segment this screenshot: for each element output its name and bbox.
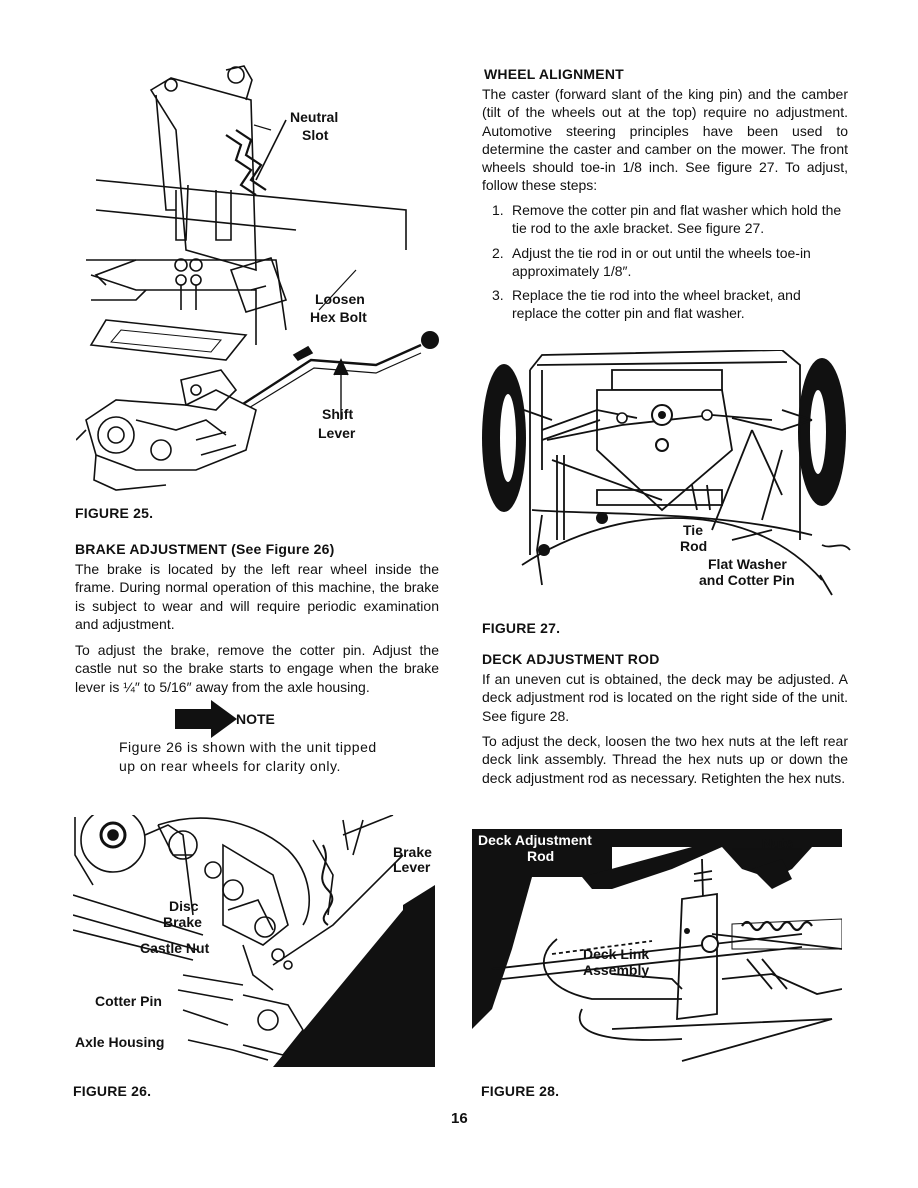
step-2: 2. Adjust the tie rod in or out until the… [482, 244, 848, 281]
label-hex-bolt: Hex Bolt [310, 309, 367, 325]
label-tie-rod: Rod [680, 538, 708, 554]
deck-adjustment-drawing [472, 829, 842, 1062]
note-label: NOTE [236, 711, 275, 727]
label-assembly: Assembly [583, 962, 650, 978]
deck-heading: DECK ADJUSTMENT ROD [482, 651, 660, 667]
front-axle-drawing [482, 350, 851, 596]
label-slot: Slot [302, 127, 329, 143]
label-tie: Tie [683, 522, 703, 538]
label-brake-lever: Lever [393, 859, 431, 875]
deck-paragraph-1: If an uneven cut is obtained, the deck m… [482, 671, 848, 724]
step-2-number: 2. [492, 244, 504, 261]
figure-27-caption: FIGURE 27. [482, 620, 561, 636]
label-nuts: Nuts [762, 835, 794, 851]
step-3: 3. Replace the tie rod into the wheel bra… [482, 286, 848, 323]
label-disc-brake: Brake [163, 914, 202, 930]
figure-26-illustration [73, 815, 435, 1067]
figure-25-illustration [76, 60, 456, 500]
brake-paragraph-2: To adjust the brake, remove the cotter p… [75, 642, 439, 695]
figure-28-illustration [472, 829, 842, 1065]
label-cotter-pin-27: and Cotter Pin [699, 572, 795, 588]
label-castle-nut: Castle Nut [140, 940, 210, 956]
brake-paragraph-1: The brake is located by the left rear wh… [75, 561, 439, 632]
label-cotter-pin: Cotter Pin [95, 993, 162, 1009]
brake-heading: BRAKE ADJUSTMENT (See Figure 26) [75, 541, 335, 557]
figure-26-caption: FIGURE 26. [73, 1083, 152, 1099]
label-disc: Disc [169, 898, 199, 914]
label-neutral: Neutral [290, 109, 339, 125]
figure-28-caption: FIGURE 28. [481, 1083, 560, 1099]
deck-paragraph-2: To adjust the deck, loosen the two hex n… [482, 733, 848, 786]
figure-25-caption: FIGURE 25. [75, 505, 154, 521]
label-deck-rod: Rod [527, 848, 555, 864]
label-brake: Brake [393, 844, 432, 860]
figure-27-illustration [482, 350, 852, 600]
brake-assembly-drawing [73, 815, 435, 1067]
step-1-text: Remove the cotter pin and flat washer wh… [512, 202, 842, 237]
step-3-text: Replace the tie rod into the wheel brack… [512, 287, 801, 322]
wheel-alignment-heading: WHEEL ALIGNMENT [484, 66, 624, 82]
label-deck-adjustment: Deck Adjustment [478, 832, 592, 848]
note-arrow-icon [175, 700, 237, 738]
label-lever: Lever [318, 425, 356, 441]
step-1-number: 1. [492, 202, 504, 218]
step-2-text: Adjust the tie rod in or out until the w… [512, 244, 811, 279]
page-number: 16 [451, 1110, 468, 1127]
step-1: 1. Remove the cotter pin and flat washer … [482, 201, 848, 238]
step-3-number: 3. [492, 287, 504, 304]
note-text: Figure 26 is shown with the unit tipped … [119, 739, 377, 774]
label-deck-link: Deck Link [583, 946, 650, 962]
label-loosen: Loosen [315, 291, 365, 307]
wheel-alignment-steps: 1. Remove the cotter pin and flat washer … [482, 201, 848, 329]
label-axle-housing: Axle Housing [75, 1034, 165, 1050]
label-flat-washer: Flat Washer [708, 556, 787, 572]
shift-lever-drawing [76, 65, 439, 491]
label-shift: Shift [322, 406, 354, 422]
wheel-alignment-paragraph: The caster (forward slant of the king pi… [482, 86, 848, 194]
